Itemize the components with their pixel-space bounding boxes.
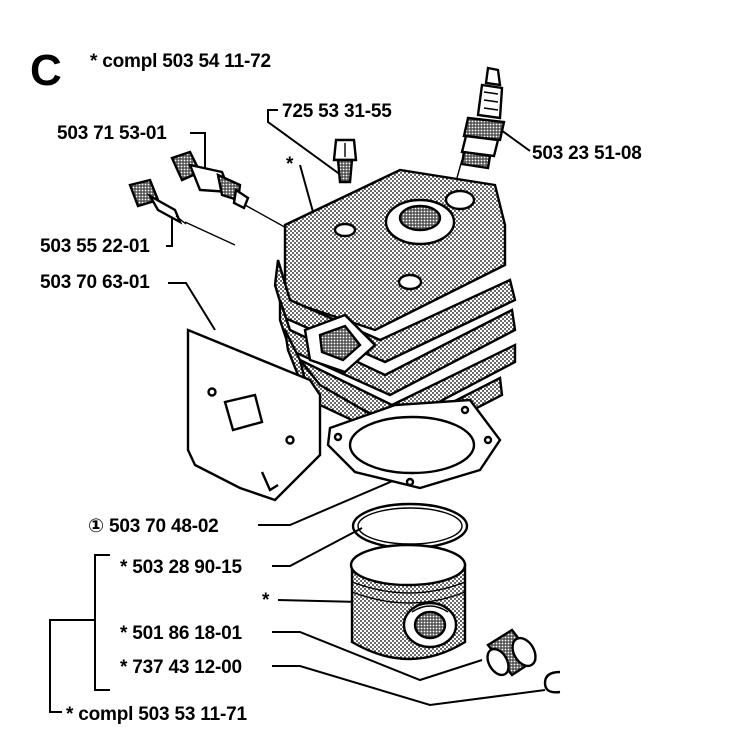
leader-piston — [277, 599, 361, 603]
axis-screw — [184, 221, 236, 246]
axis-decomp — [244, 204, 291, 231]
compl-bracket — [94, 554, 110, 691]
label-asterisk-cylinder: * — [286, 154, 294, 175]
circlip-icon — [543, 670, 561, 694]
leader-plate — [168, 282, 216, 331]
leader-bolt — [267, 109, 346, 179]
piston-icon — [349, 543, 467, 661]
leader-circlip — [272, 665, 546, 707]
label-piston-ring: * 503 28 90-15 — [120, 557, 242, 578]
label-gasket: ① 503 70 48-02 — [88, 516, 219, 537]
leader-piston-ring — [272, 527, 363, 567]
label-screw: 503 55 22-01 — [40, 236, 150, 257]
label-plate: 503 70 63-01 — [40, 272, 150, 293]
needle-bearing-icon — [486, 628, 537, 677]
label-piston-pin: * 501 86 18-01 — [120, 623, 242, 644]
cylinder-icon — [273, 168, 517, 447]
label-compl-bottom: * compl 503 53 11-71 — [66, 704, 247, 725]
label-bolt: 725 53 31-55 — [282, 101, 392, 122]
label-spark-plug: 503 23 51-08 — [532, 143, 642, 164]
section-letter: C — [30, 46, 62, 95]
leader-lines — [49, 109, 546, 713]
piston-ring-icon — [351, 502, 469, 550]
leader-screw — [166, 218, 173, 247]
leader-piston-pin — [272, 631, 483, 682]
leader-decomp-valve — [190, 132, 206, 170]
leader-gasket — [258, 479, 396, 526]
label-compl-top: * compl 503 54 11-72 — [90, 51, 271, 72]
gasket-icon — [326, 398, 502, 490]
plate-icon — [186, 328, 322, 502]
label-circlip: * 737 43 12-00 — [120, 657, 242, 678]
bolt-icon — [332, 138, 358, 184]
spark-plug-icon — [460, 66, 506, 170]
screw-icon — [128, 178, 187, 225]
compl-bracket-outer — [49, 619, 95, 713]
label-asterisk-piston: * — [262, 590, 270, 611]
label-decomp-valve: 503 71 53-01 — [57, 123, 167, 144]
decompression-valve-icon — [170, 150, 250, 210]
